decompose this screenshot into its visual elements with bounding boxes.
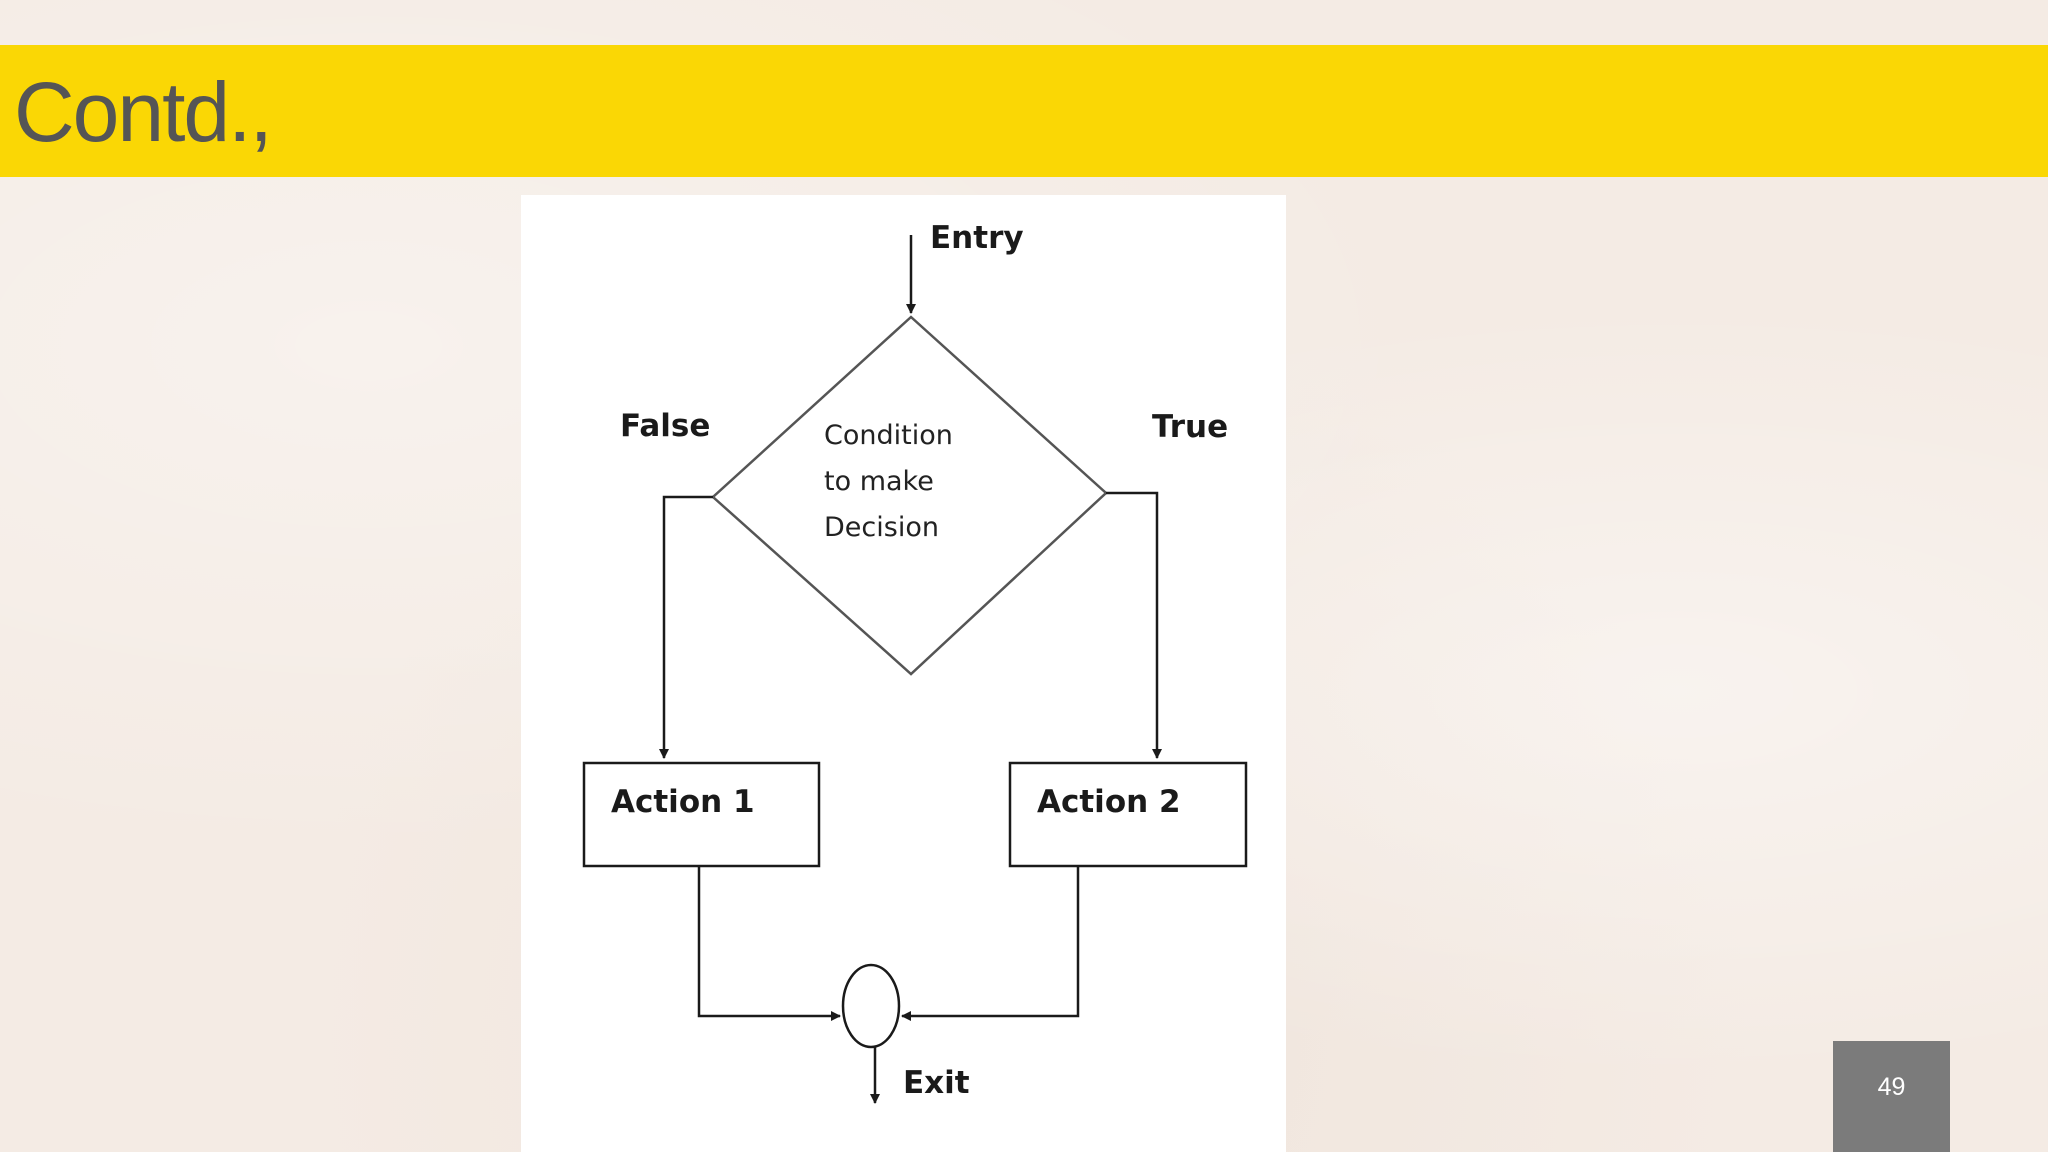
merge-node [841,963,901,1049]
entry-label: Entry [930,220,1024,256]
page-number-box: 49 [1833,1041,1950,1152]
false-label: False [620,408,711,444]
action1-label: Action 1 [611,784,755,820]
page-number: 49 [1877,1073,1906,1101]
true-branch-connector [1106,491,1162,759]
title-bar [0,45,2048,177]
slide-title: Contd., [14,65,273,159]
action1-box [582,761,821,868]
condition-line-1: Condition [824,420,953,451]
flowchart-panel: Entry False True Condition to make Decis… [521,195,1286,1152]
decision-diamond [711,315,1108,676]
action2-box [1008,761,1248,868]
exit-label: Exit [903,1065,970,1101]
false-branch-connector [659,495,713,759]
action1-to-exit-connector [697,866,841,1021]
condition-line-2: to make [824,466,934,497]
flowchart-svg [582,235,1248,1104]
condition-text: Condition to make Decision [824,413,953,551]
action2-to-exit-connector [901,866,1080,1021]
action2-label: Action 2 [1037,784,1181,820]
true-label: True [1152,409,1229,445]
condition-line-3: Decision [824,512,939,543]
